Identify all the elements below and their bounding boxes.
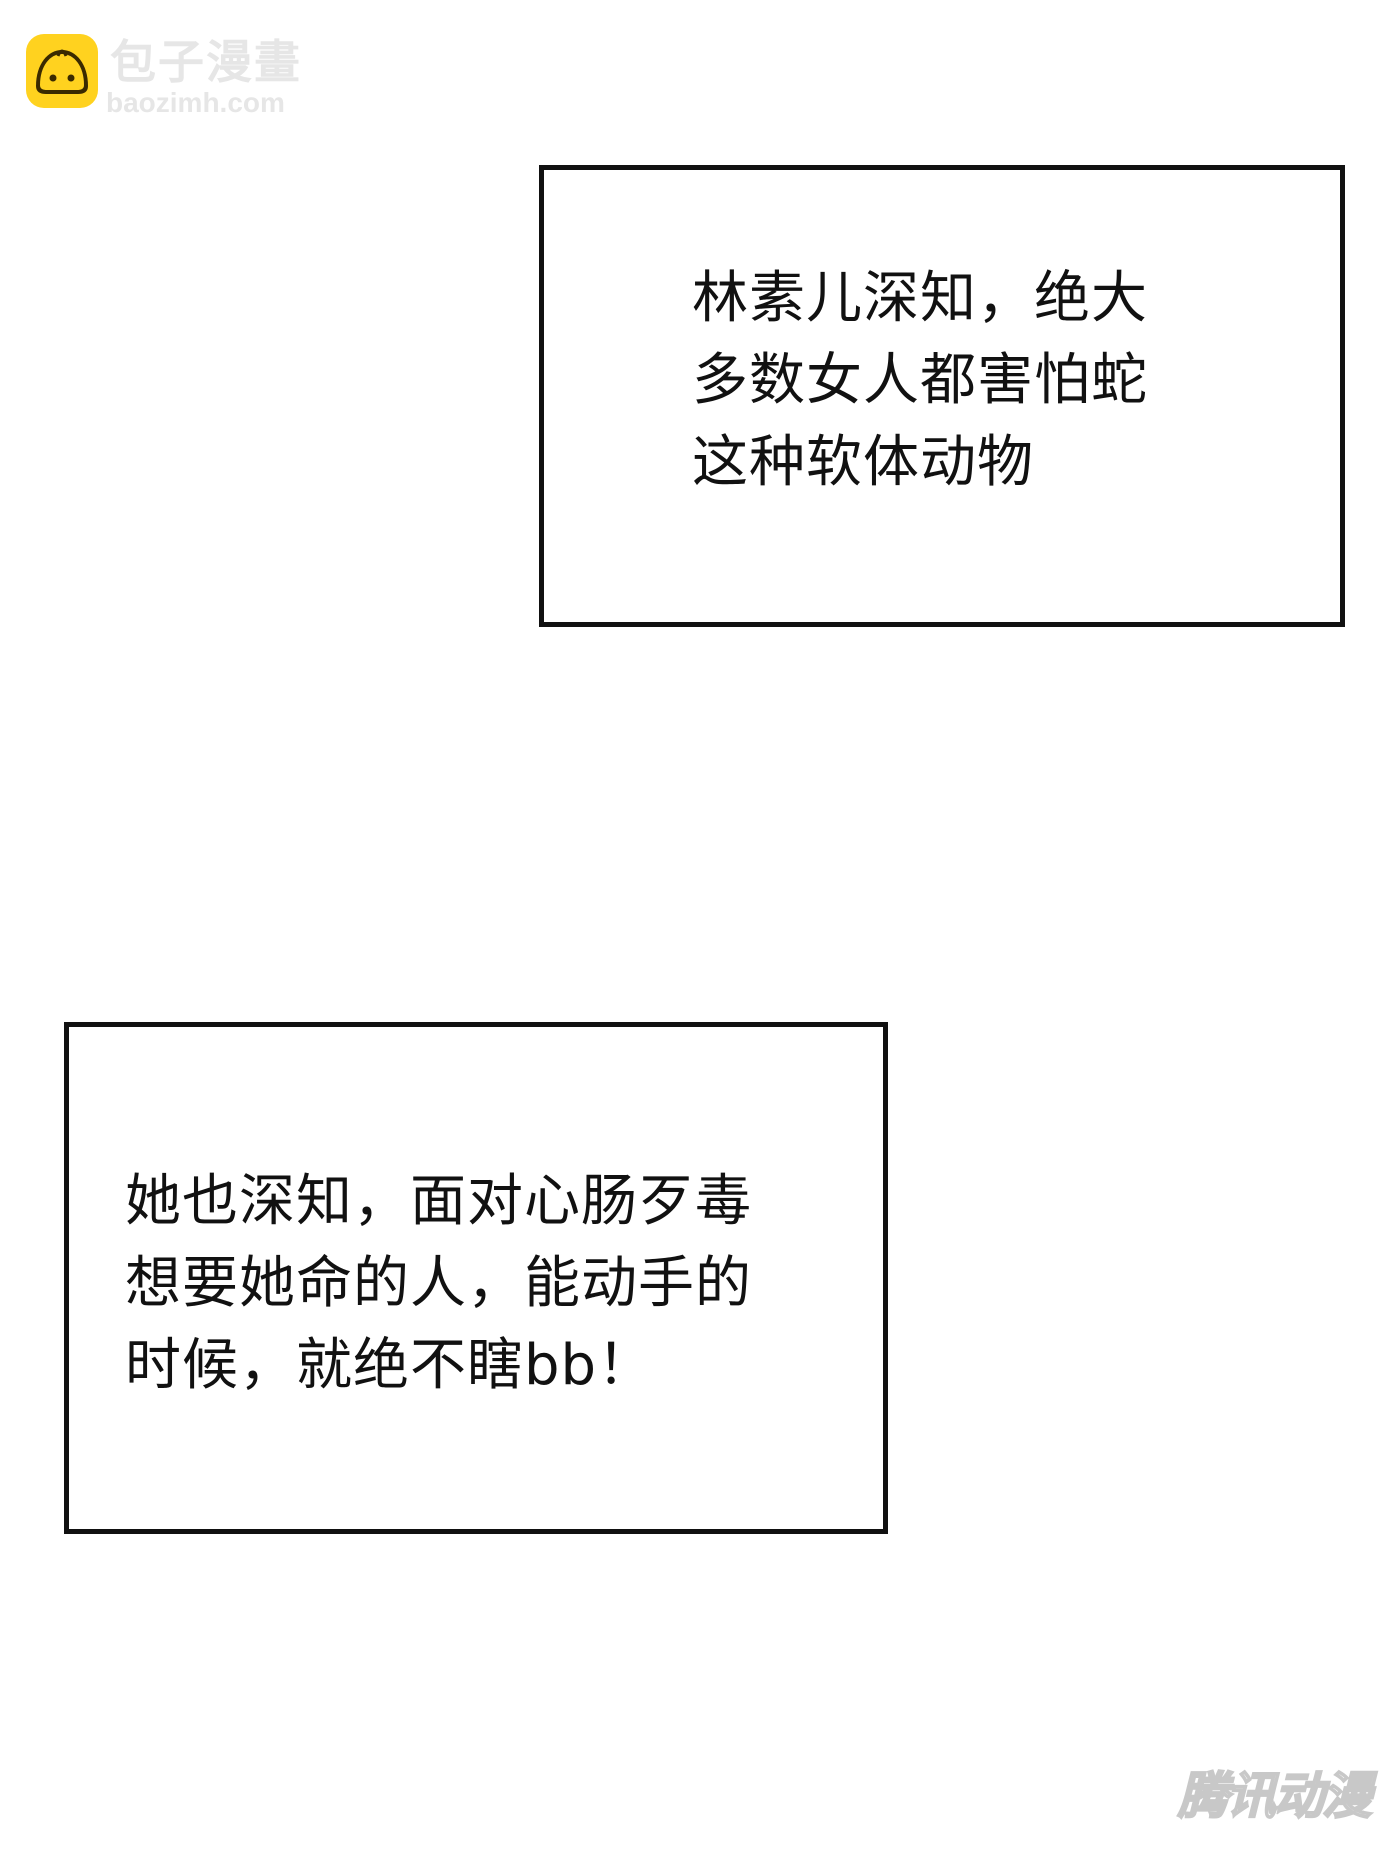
site-logo: 包子漫畫 baozimh.com: [26, 34, 326, 124]
caption-box-1: 林素儿深知，绝大 多数女人都害怕蛇 这种软体动物: [539, 165, 1345, 627]
logo-url: baozimh.com: [106, 87, 285, 118]
watermark: 腾讯动漫: [1177, 1766, 1373, 1826]
logo-title: 包子漫畫: [110, 35, 302, 89]
bun-face-icon: [26, 34, 98, 108]
caption-line: 她也深知，面对心肠歹毒: [125, 1169, 752, 1234]
caption-line: 想要她命的人，能动手的: [125, 1251, 752, 1316]
caption-box-2: 她也深知，面对心肠歹毒 想要她命的人，能动手的 时候，就绝不瞎bb！: [64, 1022, 888, 1534]
caption-line: 时候，就绝不瞎bb！: [125, 1333, 655, 1398]
caption-line: 这种软体动物: [692, 430, 1034, 495]
caption-line: 林素儿深知，绝大: [692, 266, 1148, 331]
caption-line: 多数女人都害怕蛇: [692, 348, 1148, 413]
